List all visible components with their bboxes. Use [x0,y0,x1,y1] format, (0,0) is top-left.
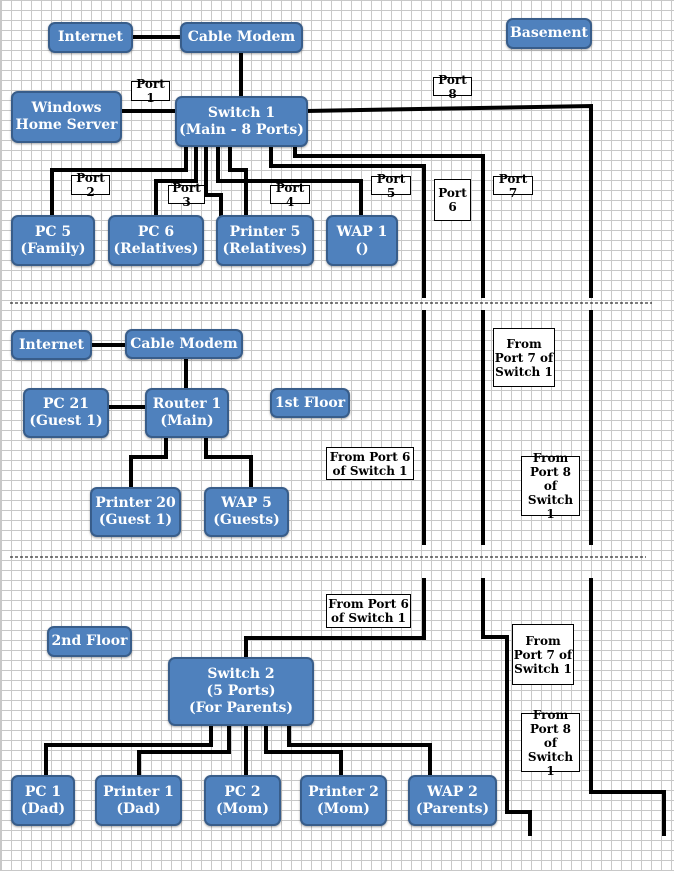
printer20-node: Printer 20 (Guest 1) [90,487,181,537]
from-port7-label-2nd-floor: From Port 7 of Switch 1 [512,624,574,685]
from-port6-label-1st-floor: From Port 6 of Switch 1 [326,447,414,480]
from-port8-label-2nd-floor: From Port 8 of Switch 1 [521,708,580,778]
port2-label: Port 2 [71,171,110,199]
wire-port7-switch1 [293,146,485,298]
wire-switch2-wap2 [287,725,432,776]
internet-node-1st-floor: Internet [11,330,92,360]
router1-node: Router 1 (Main) [145,388,229,438]
wire-port-to-wap1 [228,146,363,216]
wap5-node: WAP 5 (Guests) [204,487,289,537]
pc2-node: PC 2 (Mom) [204,775,281,826]
wire-port6-switch2 [244,578,426,660]
wire-switch2-printer2 [264,725,343,776]
port6-label: Port 6 [434,179,471,221]
port4-label: Port 4 [270,181,310,209]
cable-modem-node-1st-floor: Cable Modem [125,329,243,359]
switch1-node: Switch 1 (Main - 8 Ports) [175,96,308,147]
wap1-node: WAP 1 () [326,215,398,266]
printer1-node: Printer 1 (Dad) [95,775,182,826]
cable-modem-node-basement: Cable Modem [180,22,303,53]
wire-switch2-pc1 [44,725,213,776]
wap2-node: WAP 2 (Parents) [408,775,497,826]
pc5-node: PC 5 (Family) [11,215,95,266]
wire-port7-2nd [481,578,532,836]
wire-switch2-printer1 [137,725,231,776]
switch2-node: Switch 2 (5 Ports) (For Parents) [168,657,314,726]
wire-port4-printer5 [204,146,223,216]
wire-port8-switch1 [305,103,593,298]
second-floor-title: 2nd Floor [47,626,132,657]
port7-label: Port 7 [493,172,533,200]
windows-home-server-node: Windows Home Server [11,91,122,143]
wire-port2-pc5 [50,146,188,216]
internet-node-basement: Internet [48,22,133,53]
pc6-node: PC 6 (Relatives) [108,215,204,266]
first-floor-title: 1st Floor [270,388,350,418]
from-port6-label-2nd-floor: From Port 6 of Switch 1 [326,594,411,628]
printer5-node: Printer 5 (Relatives) [216,215,314,266]
wire-port8-2nd [589,578,666,836]
port5-label: Port 5 [371,172,411,200]
wire-port5-wap1 [216,146,248,216]
basement-title: Basement [506,18,592,49]
pc21-node: PC 21 (Guest 1) [23,388,109,438]
port8-label: Port 8 [433,73,472,101]
port1-label: Port 1 [131,77,170,105]
from-port8-label-1st-floor: From Port 8 of Switch 1 [521,451,580,521]
wire-port3-pc6 [154,146,198,216]
wire-router1-printer20 [129,437,168,488]
from-port7-label-1st-floor: From Port 7 of Switch 1 [493,328,555,387]
wire-router1-wap5 [204,437,253,488]
wire-port6-switch1 [269,146,426,298]
port3-label: Port 3 [168,181,205,209]
pc1-node: PC 1 (Dad) [11,775,75,826]
printer2-node: Printer 2 (Mom) [300,775,387,826]
